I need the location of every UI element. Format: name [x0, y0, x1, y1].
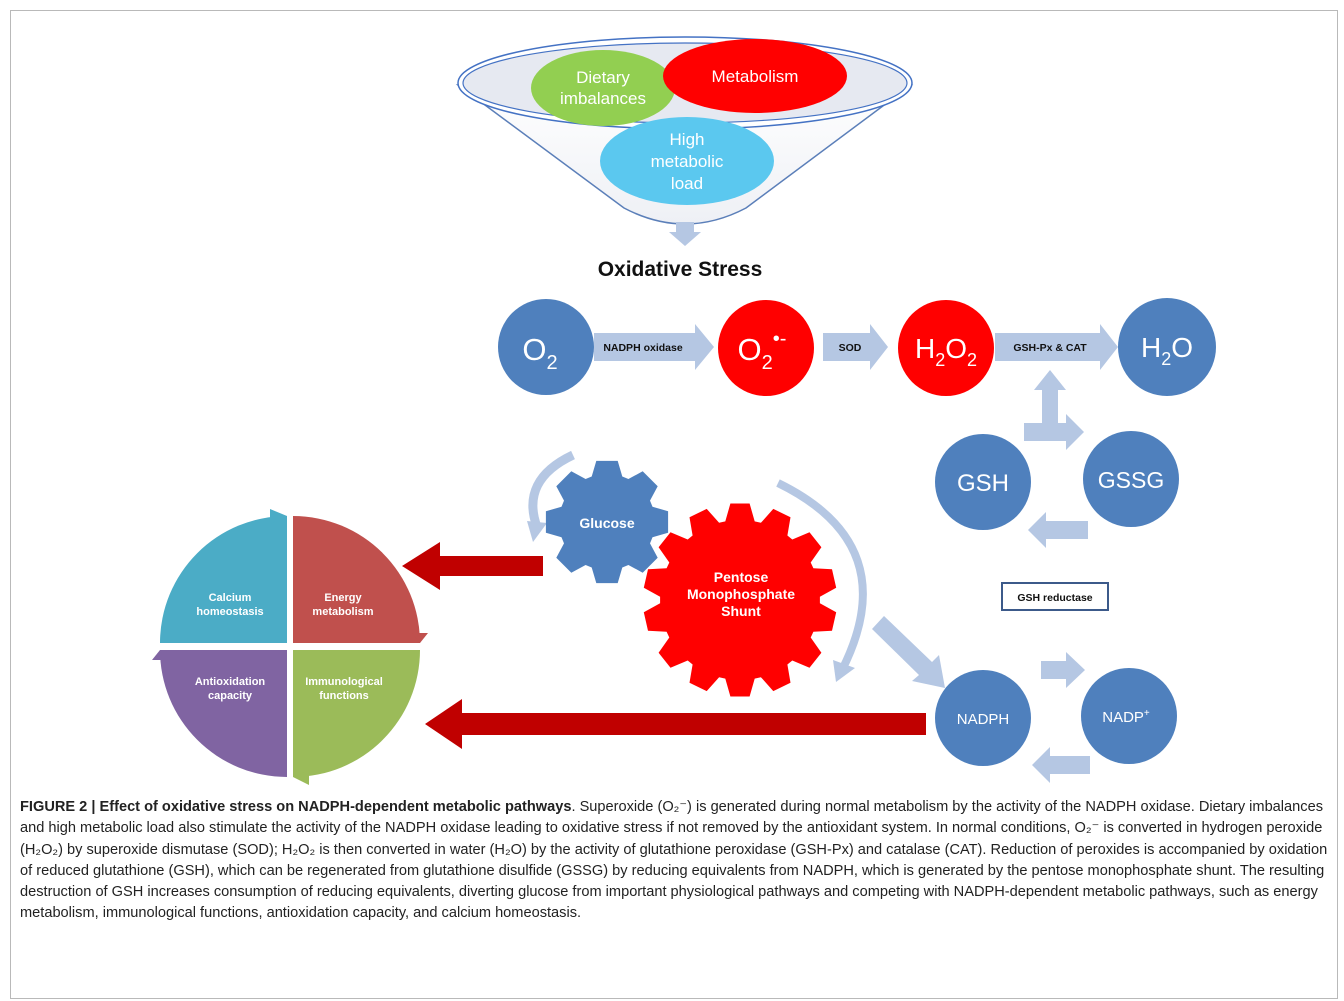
arrow-gssg-to-gsh — [1028, 512, 1088, 548]
gears: Glucose Pentose Monophosphate Shunt — [527, 450, 867, 697]
node-h2o — [1118, 298, 1216, 396]
node-o2-label: O2 — [522, 332, 557, 374]
arrow-nadph-oxidase — [594, 324, 714, 370]
node-nadp-label: NADP+ — [1102, 708, 1150, 726]
funnel-down-arrow — [669, 222, 701, 246]
funnel: Dietary imbalances Metabolism High metab… — [455, 36, 914, 246]
caption-text-3: is converted in hydrogen peroxide (H₂O₂)… — [20, 820, 1328, 922]
quadrant-energy — [293, 516, 420, 643]
arrow-gshpx-cat — [995, 324, 1118, 370]
pentose-label-1: Pentose — [714, 569, 769, 585]
caption-text-2: is generated during normal metabolism by… — [20, 799, 1323, 837]
figure-caption-label: FIGURE 2 | Effect of oxidative stress on… — [20, 799, 572, 815]
quadrant-energy-label-1: Energy — [324, 592, 362, 604]
pentose-label-3: Shunt — [721, 603, 761, 619]
dietary-label-2: imbalances — [560, 89, 646, 108]
node-gsh — [935, 434, 1031, 530]
diagram: Dietary imbalances Metabolism High metab… — [152, 36, 1216, 785]
quadrant-calcium — [160, 516, 287, 643]
dietary-imbalances-bubble — [531, 50, 675, 126]
glucose-cycle-arrowhead — [527, 521, 547, 542]
quadrant-calcium-label-2: homeostasis — [196, 606, 263, 618]
figure-frame — [10, 10, 1338, 999]
load-label-2: metabolic — [651, 152, 724, 171]
high-metabolic-load-bubble — [600, 117, 774, 205]
arrow-gsh-to-gssg — [1024, 414, 1084, 450]
arrow-gsh-up — [1034, 370, 1066, 437]
arrow-glucose-to-quadrant — [402, 542, 543, 590]
dietary-label-1: Dietary — [576, 68, 630, 87]
quadrant-antioxidation-label-1: Antioxidation — [195, 676, 266, 688]
quadrant-energy-label-2: metabolism — [312, 606, 373, 618]
caption-superoxide-symbol: (O₂⁻) — [657, 799, 692, 815]
arrow-sod — [823, 324, 888, 370]
arrow-nadph-to-nadp — [1041, 652, 1085, 688]
node-h2o2 — [898, 300, 994, 396]
quadrant-immunological-label-1: Immunological — [305, 676, 383, 688]
quadrant-arrowhead-antioxidation — [152, 650, 168, 660]
oxidation-chain: NADPH oxidase SOD GSH-Px & CAT O2 O2•- H… — [498, 298, 1216, 396]
node-h2o2-label: H2O2 — [915, 333, 977, 370]
quadrant-arrowhead-energy — [412, 633, 428, 643]
arrow-nadp-to-nadph — [1032, 747, 1090, 783]
quadrant-immunological — [293, 650, 420, 777]
arrow-gshpx-label: GSH-Px & CAT — [1013, 342, 1087, 354]
node-gssg-label: GSSG — [1098, 467, 1164, 493]
metabolism-label: Metabolism — [712, 67, 799, 86]
quadrant-antioxidation-label-2: capacity — [208, 690, 253, 702]
node-gsh-label: GSH — [957, 470, 1009, 497]
figure-caption: FIGURE 2 | Effect of oxidative stress on… — [20, 797, 1332, 925]
glutathione-cycle: GSH GSSG GSH reductase — [935, 370, 1179, 611]
quadrant-arrowhead-immunological — [293, 770, 309, 785]
quadrant-arrowhead-calcium — [270, 509, 287, 524]
shunt-cycle-arrowhead — [833, 660, 855, 682]
load-label-3: load — [671, 174, 703, 193]
node-h2o-label: H2O — [1141, 332, 1193, 369]
shunt-cycle-arrow — [776, 479, 867, 672]
glucose-cycle-arrow — [528, 450, 575, 529]
caption-superoxide-symbol-2: O₂⁻ — [1074, 820, 1100, 837]
node-superoxide-label: O2•- — [738, 328, 787, 374]
oxidative-stress-title: Oxidative Stress — [598, 258, 763, 281]
caption-text-1: . Superoxide — [571, 799, 658, 815]
load-label-1: High — [670, 130, 705, 149]
arrow-shunt-to-nadph — [872, 616, 945, 688]
gsh-reductase-label: GSH reductase — [1017, 592, 1092, 604]
quadrant-antioxidation — [160, 650, 287, 777]
node-gssg — [1083, 431, 1179, 527]
arrow-sod-label: SOD — [839, 342, 862, 354]
node-nadph-label: NADPH — [957, 711, 1010, 728]
pentose-gear — [643, 503, 837, 697]
arrow-nadph-to-quadrant — [425, 699, 926, 749]
arrow-nadph-oxidase-label: NADPH oxidase — [603, 342, 683, 354]
nadph-cycle: NADPH NADP+ — [872, 616, 1177, 783]
glucose-gear — [545, 460, 669, 584]
node-nadp — [1081, 668, 1177, 764]
gsh-reductase-box — [1001, 582, 1109, 611]
node-o2 — [498, 299, 594, 395]
quadrant-calcium-label-1: Calcium — [209, 592, 252, 604]
node-superoxide — [718, 300, 814, 396]
metabolism-bubble — [663, 39, 847, 113]
node-nadph — [935, 670, 1031, 766]
pentose-label-2: Monophosphate — [687, 586, 795, 602]
quadrant-immunological-label-2: functions — [319, 690, 369, 702]
physiological-pathways-cycle: Calcium homeostasis Energy metabolism An… — [152, 509, 428, 785]
glucose-label: Glucose — [579, 515, 634, 531]
